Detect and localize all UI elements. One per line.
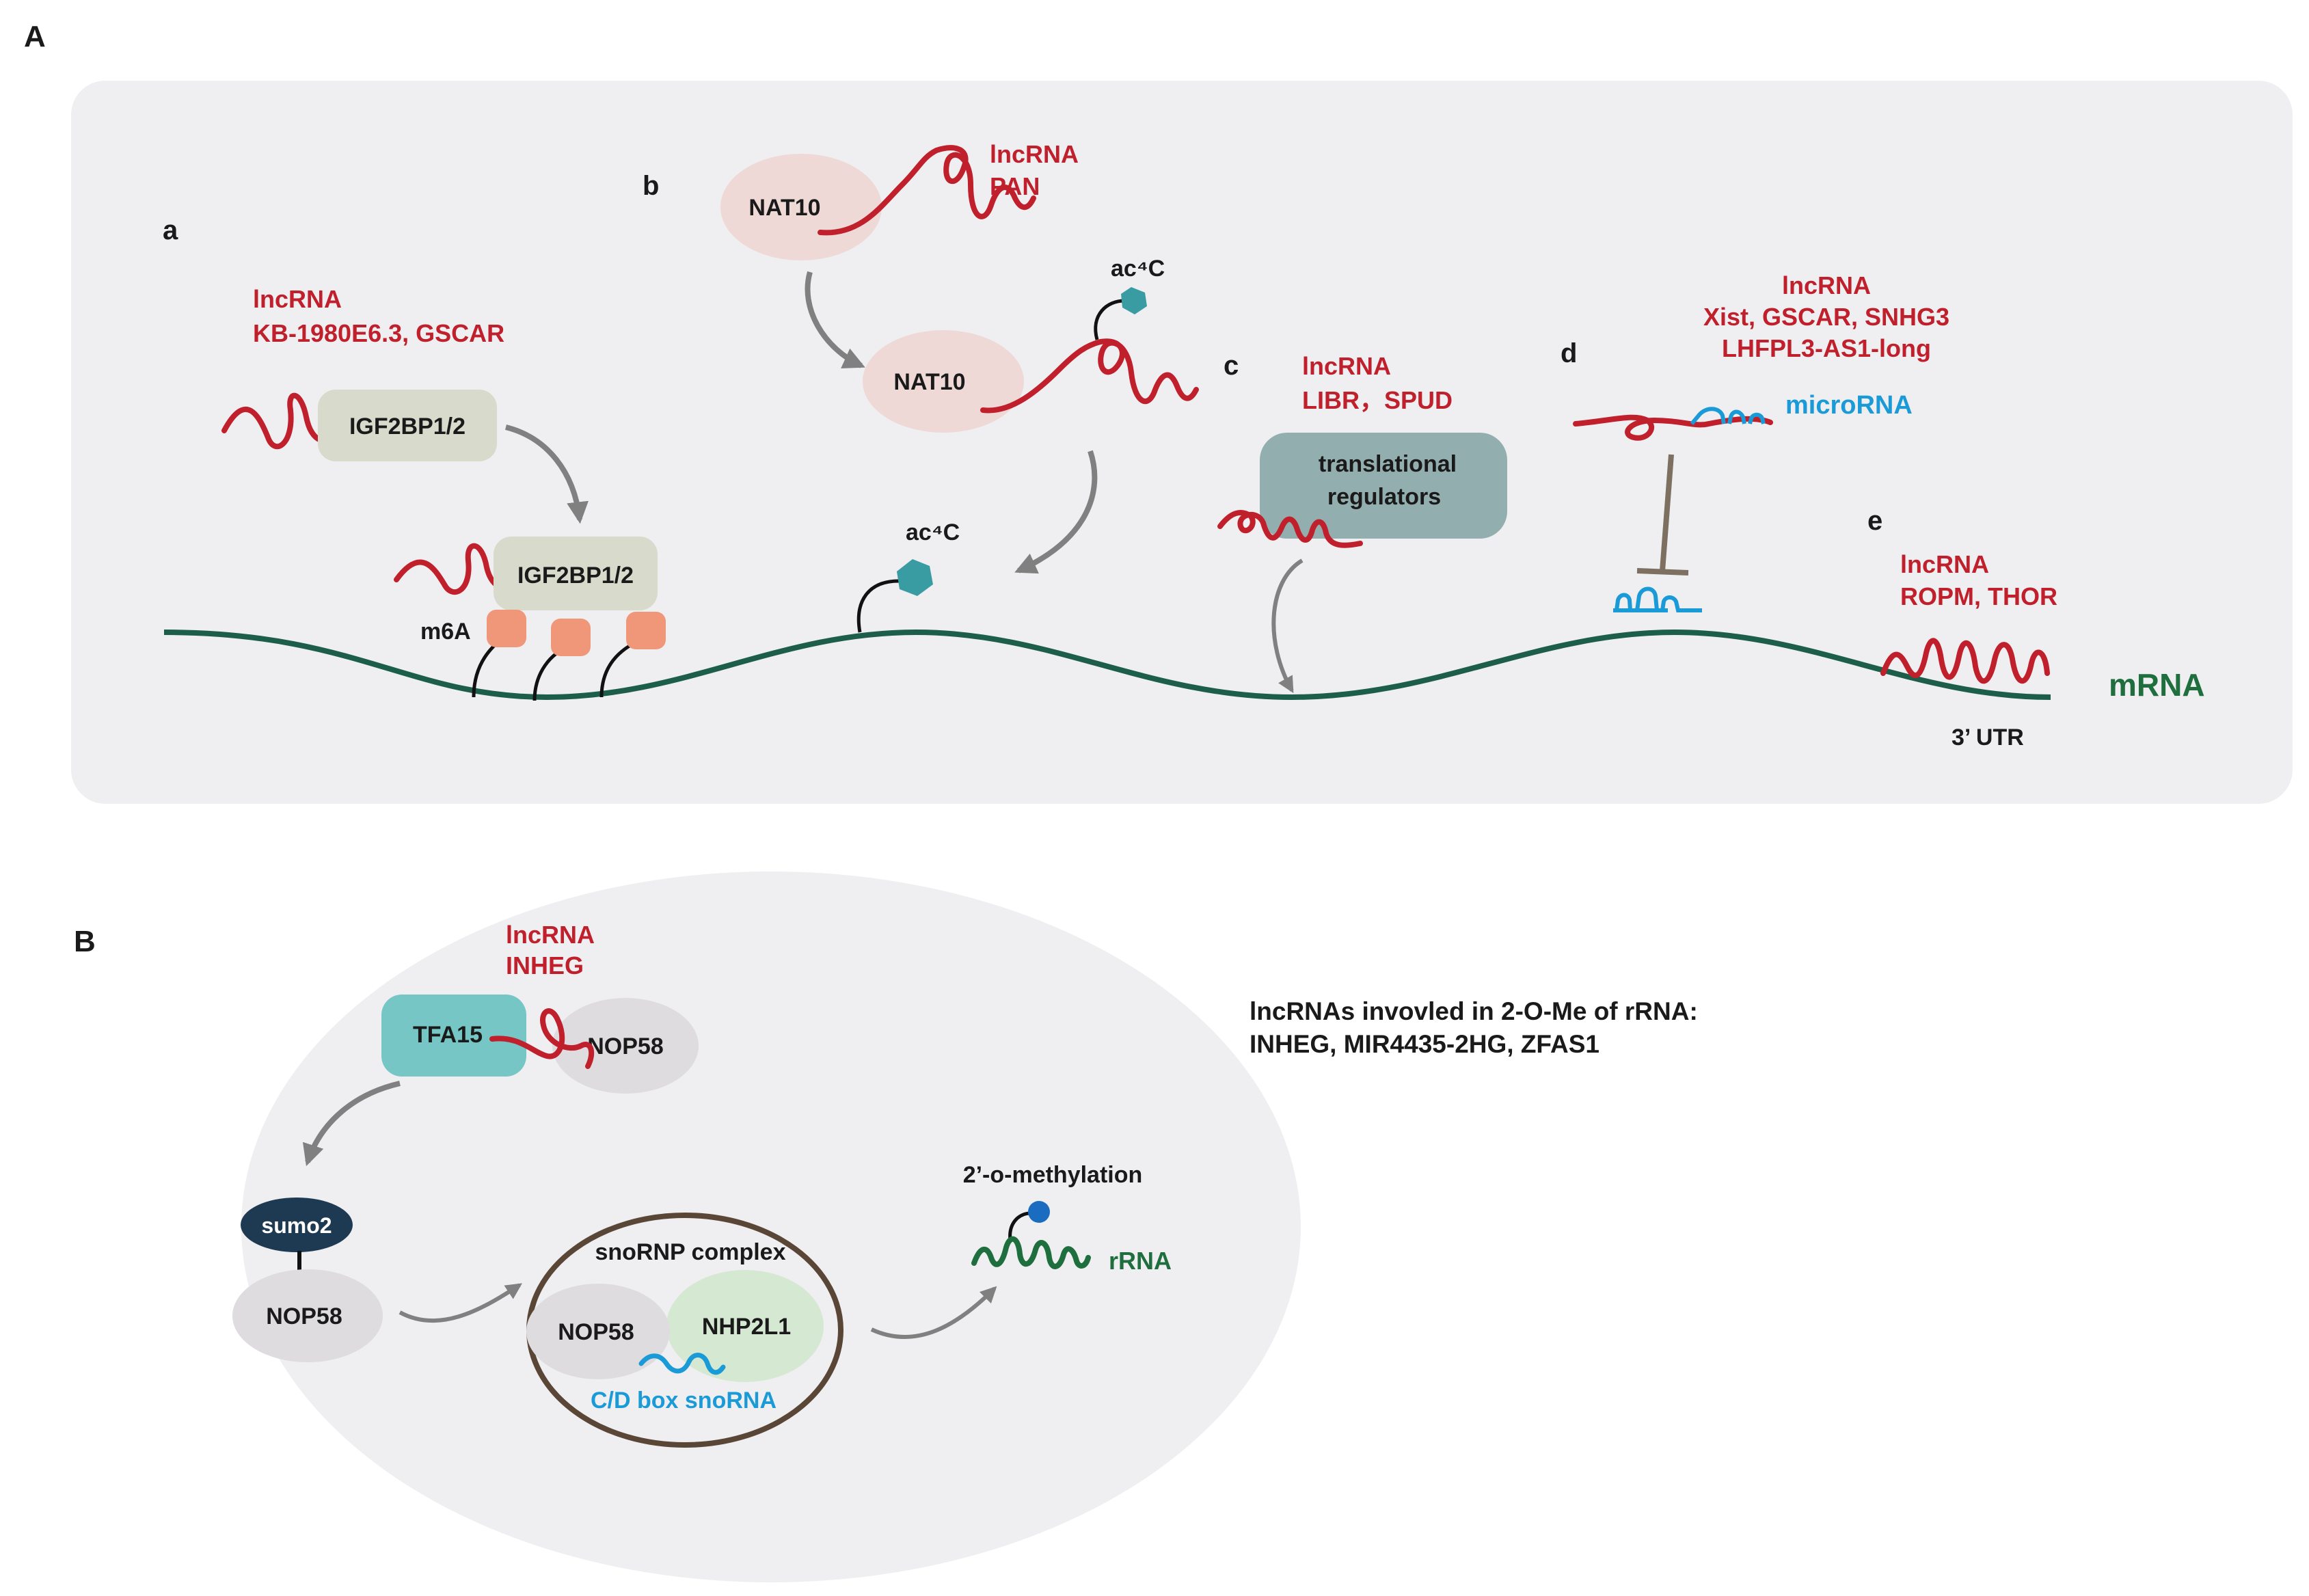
section-e-label: e (1867, 506, 1882, 536)
arrow-b-to-mrna (1014, 450, 1098, 574)
section-b-label: b (643, 171, 659, 201)
section-c-lncrna-label: lncRNA (1302, 352, 1391, 380)
section-a-label: a (163, 215, 178, 245)
m6a-marker (626, 612, 666, 649)
mrna-label: mRNA (2109, 667, 2205, 703)
rrna-strand (971, 1236, 1091, 1269)
snornp-complex-title: snoRNP complex (595, 1239, 785, 1265)
section-a-lncrna-names: KB-1980E6.3, GSCAR (253, 319, 504, 347)
methylation-label: 2’-o-methylation (963, 1162, 1143, 1188)
lncrna-strand-a-bottom (394, 543, 519, 595)
ac4c-stem-top (1094, 299, 1125, 340)
complex-nop58-ellipse (526, 1284, 670, 1379)
methyl-group (1028, 1201, 1050, 1223)
section-d-lncrna-names-line2: LHFPL3-AS1-long (1722, 334, 1931, 362)
lncrna-strand-e (1880, 638, 2050, 684)
sumo2-ellipse (241, 1198, 353, 1252)
section-d-lncrna-names-line1: Xist, GSCAR, SNHG3 (1703, 303, 1949, 331)
complex-nop58-label: NOP58 (558, 1319, 634, 1345)
nat10-label-mid: NAT10 (893, 369, 965, 395)
panel-b-lncrna-name: INHEG (506, 951, 584, 979)
section-e-lncrna-label: lncRNA (1900, 550, 1989, 578)
inhibition-bar (1636, 568, 1689, 576)
m6a-marker (487, 610, 526, 647)
arrow-complex-to-rrna (870, 1286, 997, 1339)
nat10-ellipse-top (720, 154, 882, 260)
m6a-marker (551, 619, 591, 656)
section-c-label: c (1224, 351, 1239, 381)
panel-b-label: B (74, 925, 96, 958)
microrna-free (1613, 586, 1702, 612)
side-note-line1: lncRNAs invovled in 2-O-Me of rRNA: (1250, 997, 1698, 1025)
methyl-stem (1008, 1211, 1031, 1241)
microrna-label: microRNA (1785, 391, 1913, 420)
section-d-lncrna-label: lncRNA (1782, 271, 1871, 299)
complex-nhp2l1-label: NHP2L1 (702, 1314, 791, 1340)
snorna-strand (638, 1353, 726, 1375)
ac4c-hexagon-top (1121, 287, 1147, 314)
lncrna-strand-b-top (818, 145, 1036, 236)
ac4c-label-top: ac⁴C (1111, 256, 1165, 282)
igf2bp-box-top (318, 390, 497, 461)
translational-regulators-line2: regulators (1327, 484, 1441, 510)
mrna-strand (163, 629, 2051, 701)
rrna-label: rRNA (1109, 1247, 1172, 1275)
sumo2-label: sumo2 (261, 1213, 332, 1238)
nop58-ellipse-left (232, 1269, 383, 1362)
ac4c-hexagon-bottom (897, 559, 933, 596)
translational-regulators-box (1260, 433, 1507, 539)
igf2bp-label-bottom: IGF2BP1/2 (517, 563, 634, 589)
lncrna-strand-b-panel (489, 1008, 595, 1069)
arrow-nop58-to-complex (399, 1283, 522, 1323)
lncrna-strand-a-top (221, 392, 338, 449)
lncrna-strand-d (1573, 414, 1773, 441)
nat10-label-top: NAT10 (748, 195, 820, 221)
section-b-lncrna-names: PAN (990, 172, 1040, 200)
arrow-b-down (805, 271, 865, 368)
tfa15-box (381, 995, 526, 1077)
panel-b-cell (241, 871, 1301, 1582)
nhp2l1-ellipse (666, 1270, 824, 1382)
nat10-ellipse-mid (863, 330, 1024, 433)
section-e-lncrna-names: ROPM, THOR (1900, 582, 2057, 610)
ac4c-stem-bottom (856, 579, 900, 633)
utr-label: 3’ UTR (1952, 725, 2024, 750)
section-a-lncrna-label: lncRNA (253, 285, 342, 313)
section-d-label: d (1561, 338, 1577, 368)
section-c-lncrna-names: LIBR，SPUD (1302, 386, 1453, 414)
side-note-line2: INHEG, MIR4435-2HG, ZFAS1 (1250, 1030, 1599, 1058)
arrow-c (1271, 558, 1304, 694)
arrow-tfa15-to-sumo (302, 1081, 401, 1167)
arrow-a (505, 424, 589, 524)
nop58-label-left: NOP58 (266, 1303, 342, 1329)
igf2bp-box-bottom (494, 537, 658, 610)
m6a-label: m6A (420, 619, 471, 645)
ac4c-label-bottom: ac⁴C (906, 519, 960, 545)
igf2bp-label-top: IGF2BP1/2 (349, 414, 465, 439)
microrna-bound (1690, 407, 1766, 425)
panel-a-label: A (24, 20, 46, 53)
nop58-ellipse-top (552, 998, 699, 1094)
lncrna-strand-b-mid (980, 338, 1199, 414)
panel-b-lncrna-label: lncRNA (506, 921, 595, 949)
snorna-label: C/D box snoRNA (591, 1388, 777, 1414)
lncrna-strand-c (1217, 510, 1363, 548)
nop58-label-top: NOP58 (587, 1033, 664, 1059)
tfa15-label: TFA15 (413, 1022, 483, 1048)
section-b-lncrna-label: lncRNA (990, 140, 1079, 168)
inhibition-line (1660, 454, 1674, 571)
translational-regulators-line1: translational (1319, 451, 1457, 477)
